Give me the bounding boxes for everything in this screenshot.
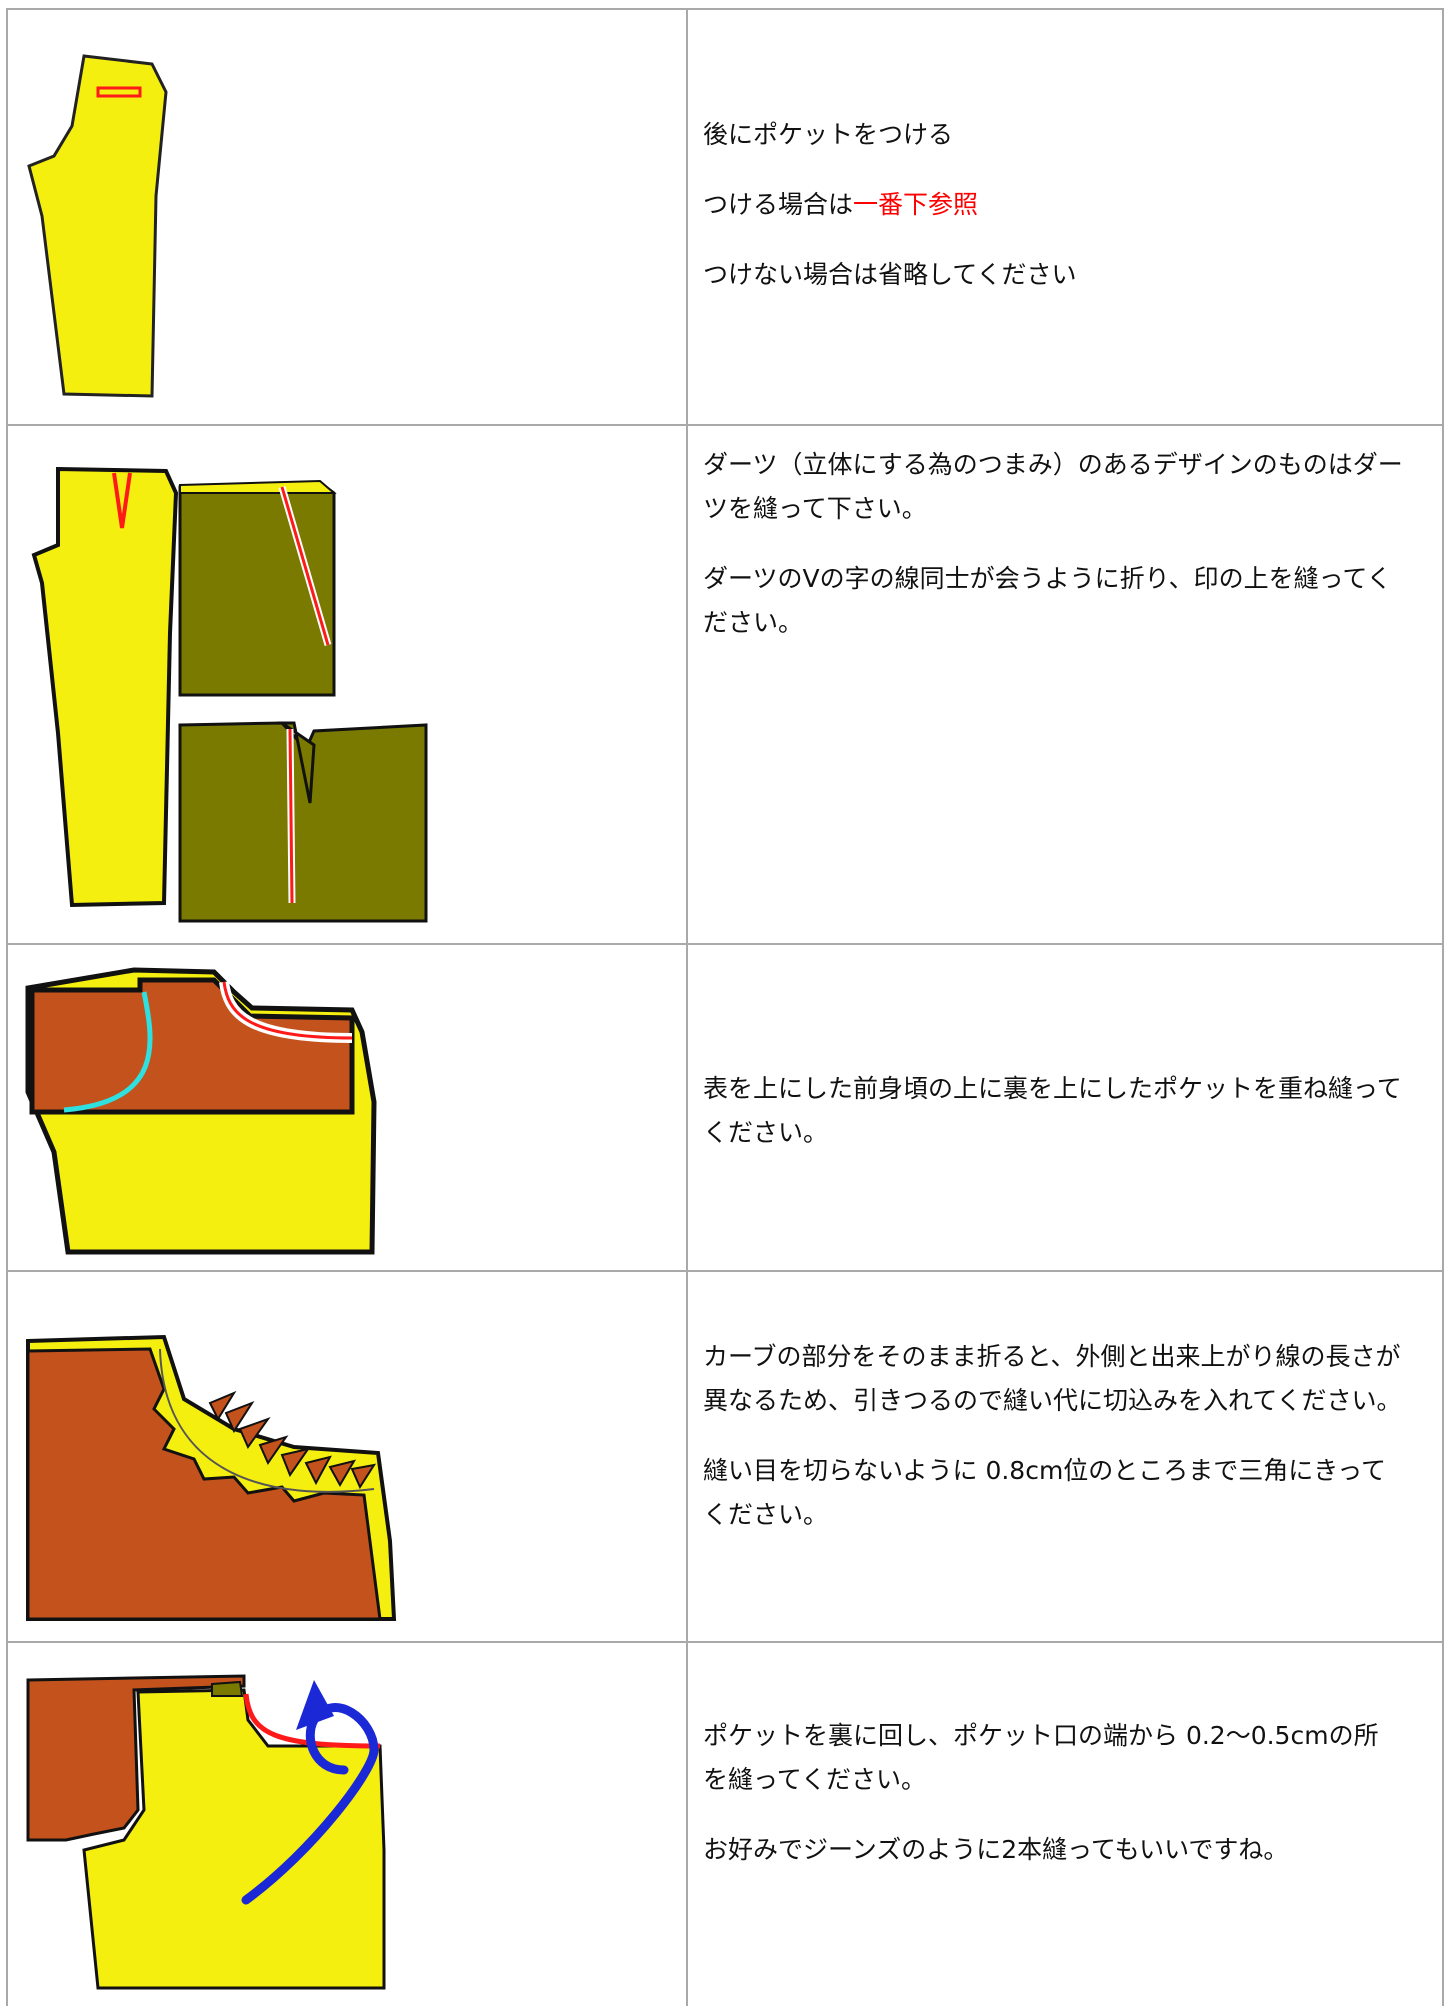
notch — [304, 1455, 332, 1486]
pants-piece — [27, 54, 168, 398]
arrow-head — [296, 1680, 334, 1730]
instruction-table: 後にポケットをつける つける場合は一番下参照 つけない場合は省略してください ダ… — [6, 8, 1444, 2006]
pocket-overlay-image — [25, 967, 377, 1255]
step-1-line-2: つける場合は一番下参照 — [703, 190, 979, 219]
rust-body — [26, 1347, 382, 1621]
notch — [208, 1390, 237, 1422]
see-bottom-highlight: 一番下参照 — [853, 190, 979, 219]
step-5-line-2: お好みでジーンズのように2本縫ってもいいですね。 — [703, 1835, 1289, 1864]
table-border-left — [6, 8, 8, 2006]
step-1-line-3: つけない場合は省略してください — [703, 260, 1077, 289]
column-divider — [686, 8, 688, 2006]
rust-pocket-back — [26, 1674, 246, 1842]
curve-notching-image — [26, 1334, 397, 1621]
step-5-line-1: ポケットを裏に回し、ポケット口の端から 0.2〜0.5cmの所を縫ってください。 — [703, 1721, 1379, 1794]
notch — [238, 1416, 271, 1450]
pocket-seam — [63, 991, 153, 1113]
yellow-front-piece — [82, 1688, 386, 1990]
step-4-line-1: カーブの部分をそのまま折ると、外側と出来上がり線の長さが異なるため、引きつるので… — [703, 1342, 1402, 1415]
topstitch-line — [243, 1693, 381, 1749]
step-row-5: ポケットを裏に回し、ポケット口の端から 0.2〜0.5cmの所を縫ってください。… — [6, 1642, 1444, 2006]
pocket-turn-image — [26, 1674, 386, 1990]
row-divider — [6, 1270, 1444, 1272]
back-pants-piece-image — [27, 54, 168, 398]
table-border-right — [1442, 8, 1444, 2006]
step-3-line-1: 表を上にした前身頃の上に裏を上にしたポケットを重ね縫ってください。 — [703, 1074, 1402, 1147]
dart-diagram-image — [31, 466, 428, 923]
step-row-2: ダーツ（立体にする為のつまみ）のあるデザインのものはダーツを縫って下さい。 ダー… — [6, 425, 1444, 943]
table-border-top — [6, 8, 1444, 10]
stitch-curve-red — [222, 981, 353, 1040]
pocket-piece — [29, 977, 355, 1115]
notch-triangles — [208, 1390, 377, 1490]
notch — [350, 1463, 377, 1490]
dart-v — [112, 472, 132, 529]
pocket-mark — [96, 86, 142, 98]
row-divider — [6, 424, 1444, 426]
notch — [280, 1447, 311, 1478]
row-divider — [6, 1641, 1444, 1643]
yellow-edge — [179, 479, 337, 494]
turn-arrow — [241, 1703, 379, 1905]
seam-guide — [159, 1348, 375, 1493]
step-4-line-2: 縫い目を切らないように 0.8cm位のところまで三角にきってください。 — [703, 1456, 1387, 1529]
row-divider — [6, 943, 1444, 945]
notch — [328, 1459, 357, 1488]
folded-dart — [277, 721, 316, 804]
notch — [258, 1435, 289, 1466]
notch — [224, 1400, 255, 1434]
stitch-line-red — [288, 728, 294, 904]
pocket-edge-tab — [211, 1680, 244, 1697]
step-2-line-2: ダーツのVの字の線同士が会うように折り、印の上を縫ってください。 — [703, 564, 1392, 637]
step-row-4: カーブの部分をそのまま折ると、外側と出来上がり線の長さが異なるため、引きつるので… — [6, 1271, 1444, 1641]
pants-front-piece — [31, 466, 179, 908]
dart-line-red — [280, 486, 330, 646]
step-1-line-1: 後にポケットをつける — [703, 120, 954, 149]
step-2-line-1: ダーツ（立体にする為のつまみ）のあるデザインのものはダーツを縫って下さい。 — [703, 450, 1403, 523]
step-row-1: 後にポケットをつける つける場合は一番下参照 つけない場合は省略してください — [6, 8, 1444, 424]
step-row-3: 表を上にした前身頃の上に裏を上にしたポケットを重ね縫ってください。 — [6, 944, 1444, 1270]
